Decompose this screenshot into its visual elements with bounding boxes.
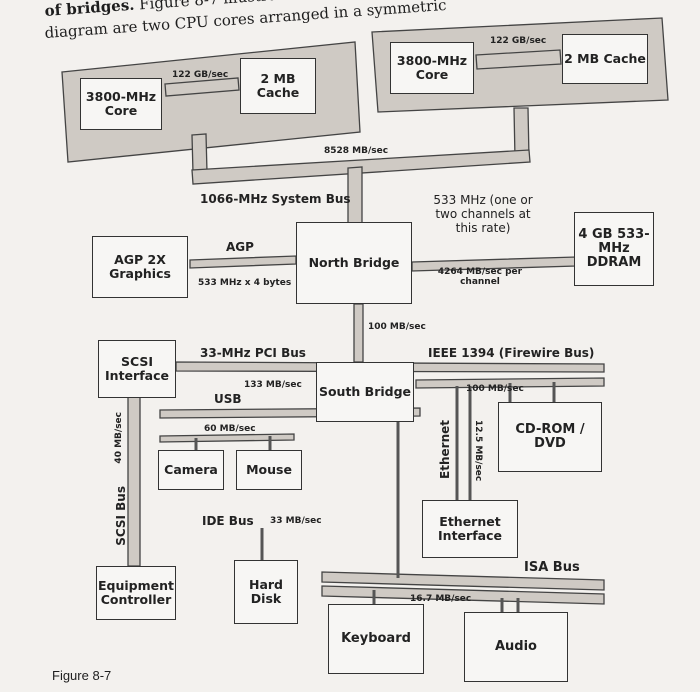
agp-bw-label: 533 MHz x 4 bytes (198, 278, 292, 288)
cdrom-box: CD-ROM / DVD (498, 402, 602, 472)
agp-graphics-box: AGP 2X Graphics (92, 236, 188, 298)
agp-label: AGP (226, 240, 254, 254)
scsi-interface-box: SCSI Interface (98, 340, 176, 398)
link-right-core-cache (475, 49, 562, 70)
usb-devices-band (159, 433, 295, 443)
usb-label: USB (214, 392, 242, 406)
mouse-box: Mouse (236, 450, 302, 490)
audio-box: Audio (464, 612, 568, 682)
ide-bus-label: IDE Bus (202, 514, 254, 528)
keyboard-box: Keyboard (328, 604, 424, 674)
cache-right-box: 2 MB Cache (562, 34, 648, 84)
ide-bw-label: 33 MB/sec (270, 516, 322, 526)
isa-bus-band-2 (321, 585, 605, 605)
left-cache-bw-label: 122 GB/sec (172, 70, 229, 80)
firewire-bw-label: 100 MB/sec (466, 384, 524, 394)
link-left-cpu-down (191, 133, 208, 174)
right-cache-bw-label: 122 GB/sec (490, 36, 547, 46)
link-nb-sb (353, 303, 364, 363)
memory-bw-label: 4264 MB/sec per channel (437, 267, 523, 287)
camera-box: Camera (158, 450, 224, 490)
core-right-box: 3800-MHz Core (390, 42, 474, 94)
isa-bus-band (321, 571, 605, 591)
system-bus-bw-label: 8528 MB/sec (324, 146, 389, 156)
ddram-box: 4 GB 533-MHz DDRAM (574, 212, 654, 286)
link-left-core-cache (164, 77, 240, 97)
link-agp (189, 255, 297, 269)
usb-devices-bw-label: 60 MB/sec (204, 424, 256, 434)
equipment-controller-box: Equipment Controller (96, 566, 176, 620)
isa-bw-label: 16.7 MB/sec (410, 594, 472, 604)
cache-left-box: 2 MB Cache (240, 58, 316, 114)
hard-disk-box: Hard Disk (234, 560, 298, 624)
ieee1394-label: IEEE 1394 (Firewire Bus) (428, 346, 595, 360)
memory-freq-label: 533 MHz (one or two channels at this rat… (433, 193, 533, 235)
ethernet-interface-box: Ethernet Interface (422, 500, 518, 558)
usb-bw-label: 133 MB/sec (244, 380, 302, 390)
figure-caption: Figure 8-7 (52, 668, 112, 683)
north-bridge-box: North Bridge (296, 222, 412, 304)
scsi-bus-label: SCSI Bus (114, 486, 128, 546)
ethernet-label: Ethernet (438, 420, 452, 479)
pci-bus-label: 33-MHz PCI Bus (200, 346, 306, 360)
scsi-bw-label: 40 MB/sec (114, 412, 124, 464)
core-left-box: 3800-MHz Core (80, 78, 162, 130)
scsi-bus-band (127, 392, 141, 567)
system-bus-label: 1066-MHz System Bus (200, 192, 351, 206)
nb-sb-bw-label: 100 MB/sec (368, 322, 426, 332)
isa-bus-label: ISA Bus (524, 560, 580, 575)
ethernet-bw-label: 12.5 MB/sec (473, 420, 483, 482)
south-bridge-box: South Bridge (316, 362, 414, 422)
